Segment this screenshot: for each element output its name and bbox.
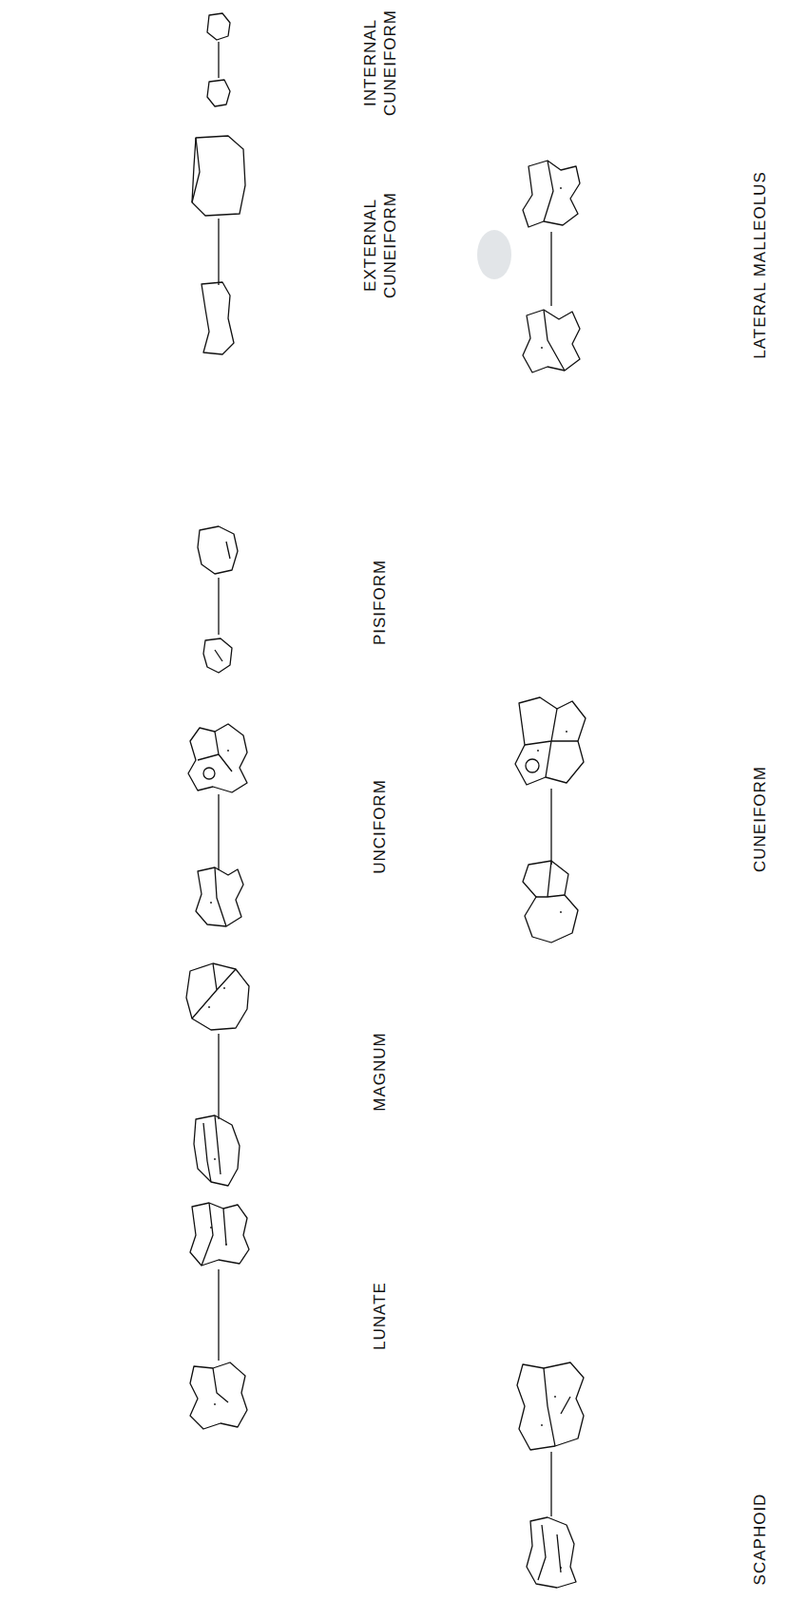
unciform-view [188,724,248,793]
view-link [550,788,552,865]
pisiform-view [203,638,232,673]
view-link [217,794,219,871]
cuneiform-view [515,697,586,786]
scaphoid-view [526,1518,577,1589]
bone-label: MAGNUM [369,1032,390,1112]
bone-label: EXTERNAL CUNEIFORM [360,188,402,303]
pisiform-view [197,526,238,575]
internal-cuneiform-view [207,79,231,107]
lunate-view [190,1363,248,1430]
view-link [217,1034,219,1120]
view-link [217,577,219,635]
cuneiform-view [522,861,578,943]
external-cuneiform-view [201,282,234,355]
view-link [217,218,219,286]
external-cuneiform-view [192,135,246,216]
lateral-malleolus-view [522,160,580,228]
lateral-malleolus-view [522,309,580,373]
magnum-view [186,963,250,1031]
bone-label: UNCIFORM [369,779,390,875]
view-link [550,231,552,307]
magnum-view [193,1115,240,1187]
bone-label: CUNEIFORM [749,766,770,873]
view-link [217,41,219,78]
scan-smudge [477,230,512,280]
bone-label: INTERNAL CUNEIFORM [360,5,402,120]
bone-label: SCAPHOID [749,1494,770,1587]
bone-label: PISIFORM [369,559,390,646]
bone-label: LATERAL MALLEOLUS [749,171,770,359]
internal-cuneiform-view [207,13,231,40]
unciform-view [195,867,244,927]
bone-label: LUNATE [369,1282,390,1351]
view-link [550,1452,552,1518]
view-link [217,1269,219,1362]
scaphoid-view [517,1363,584,1451]
lunate-view [190,1203,250,1267]
